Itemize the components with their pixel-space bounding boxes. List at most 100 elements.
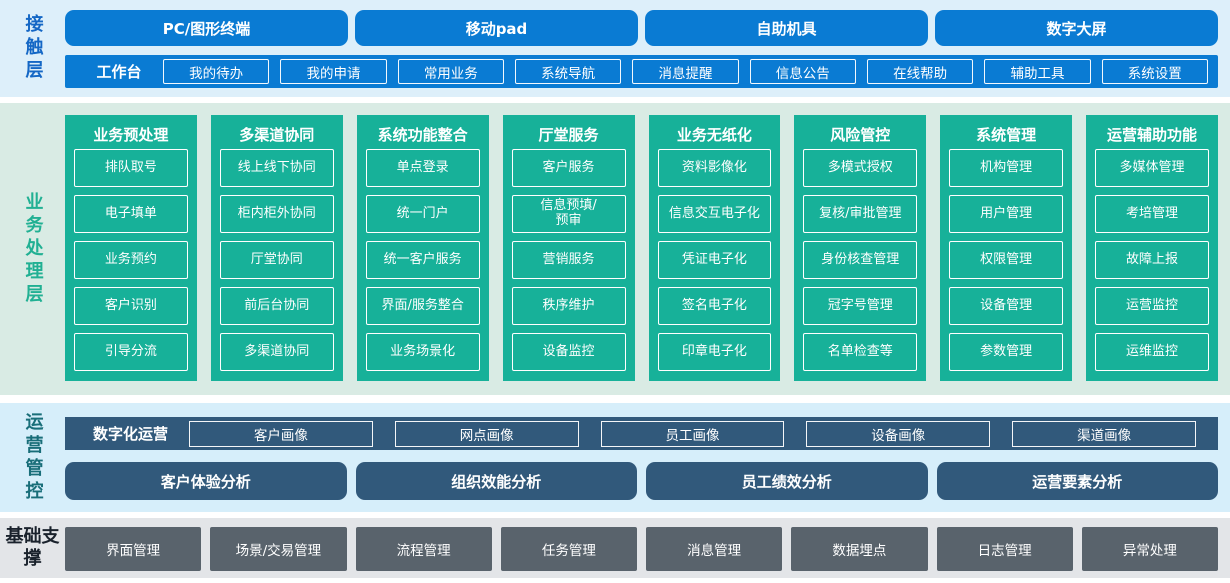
feature-chip[interactable]: 冠字号管理 [803,287,918,325]
feature-chip[interactable]: 前后台协同 [219,287,334,325]
portrait-button[interactable]: 网点画像 [394,420,579,447]
foundation-box[interactable]: 界面管理 [65,527,202,571]
foundation-box[interactable]: 异常处理 [1081,527,1218,571]
feature-chip[interactable]: 界面/服务整合 [365,287,480,325]
workbench-button[interactable]: 我的待办 [163,59,270,84]
business-column-title: 业务无纸化 [676,126,752,144]
device-button[interactable]: 自助机具 [645,10,928,46]
business-column: 业务预处理 排队取号 电子填单 业务预约 客户识别 [65,115,197,381]
workbench-button[interactable]: 辅助工具 [984,59,1091,84]
feature-chip[interactable]: 多渠道协同 [219,333,334,371]
digital-operations-bar: 数字化运营 客户画像 网点画像 员工画像 设备画像 渠道画像 [65,417,1218,450]
device-button[interactable]: PC/图形终端 [65,10,348,46]
business-column-title: 系统管理 [976,126,1037,144]
foundation-box[interactable]: 流程管理 [355,527,492,571]
feature-chip[interactable]: 单点登录 [365,149,480,187]
feature-chip[interactable]: 统一客户服务 [365,241,480,279]
workbench-button[interactable]: 在线帮助 [866,59,974,84]
feature-chip[interactable]: 客户识别 [74,287,188,325]
feature-chip[interactable]: 签名电子化 [657,287,772,325]
portrait-button[interactable]: 设备画像 [806,420,991,447]
feature-chip[interactable]: 营销服务 [511,241,626,279]
workbench-button[interactable]: 消息提醒 [632,59,739,84]
business-column-title: 多渠道协同 [239,126,315,144]
feature-chip[interactable]: 信息预填/ 预审 [511,195,626,233]
feature-chip[interactable]: 多模式授权 [803,149,918,187]
feature-chip[interactable]: 复核/审批管理 [803,195,918,233]
business-columns: 业务预处理 排队取号 电子填单 业务预约 客户识别 [65,115,1218,381]
business-column-title: 厅堂服务 [538,126,599,144]
feature-chip[interactable]: 印章电子化 [657,333,772,371]
feature-chip[interactable]: 统一门户 [365,195,480,233]
feature-chip[interactable]: 权限管理 [949,241,1064,279]
business-layer-content: 业务预处理 排队取号 电子填单 业务预约 客户识别 [65,103,1218,395]
feature-chip[interactable]: 业务场景化 [365,333,480,371]
workbench-button[interactable]: 我的申请 [280,59,387,84]
feature-chip[interactable]: 排队取号 [74,149,188,187]
digital-operations-label: 数字化运营 [93,425,169,443]
feature-chip[interactable]: 参数管理 [949,333,1064,371]
contact-layer-band: 接触层 PC/图形终端 移动pad 自助机具 数字大屏 工作台 我的待办 [0,0,1230,97]
feature-chip[interactable]: 设备监控 [511,333,626,371]
digital-operations-items: 客户画像 网点画像 员工画像 设备画像 渠道画像 [189,420,1204,447]
analysis-button[interactable]: 组织效能分析 [355,462,637,500]
feature-chip[interactable]: 设备管理 [949,287,1064,325]
business-column-items: 资料影像化 信息交互电子化 凭证电子化 签名电子化 印章电子化 [657,149,772,371]
feature-chip[interactable]: 厅堂协同 [219,241,334,279]
workbench-bar: 工作台 我的待办 我的申请 常用业务 系统导航 消息提醒 信息公告 [65,55,1218,88]
feature-chip[interactable]: 信息交互电子化 [657,195,772,233]
business-layer-band: 业务处理层 业务预处理 排队取号 电子填单 业务预约 [0,103,1230,395]
foundation-box[interactable]: 数据埋点 [791,527,928,571]
feature-chip[interactable]: 客户服务 [511,149,626,187]
workbench-button[interactable]: 常用业务 [397,59,504,84]
feature-chip[interactable]: 考培管理 [1095,195,1209,233]
foundation-box[interactable]: 任务管理 [500,527,637,571]
business-column-items: 多模式授权 复核/审批管理 身份核查管理 冠字号管理 名单检查等 [803,149,918,371]
business-column: 厅堂服务 客户服务 信息预填/ 预审 营销服务 秩序维护 [502,115,635,381]
feature-chip[interactable]: 电子填单 [74,195,188,233]
business-layer-label: 业务处理层 [22,191,44,307]
business-column-title: 运营辅助功能 [1107,126,1198,144]
feature-chip[interactable]: 引导分流 [74,333,188,371]
analysis-button[interactable]: 客户体验分析 [65,462,347,500]
portrait-button[interactable]: 员工画像 [600,420,785,447]
business-column-items: 机构管理 用户管理 权限管理 设备管理 参数管理 [949,149,1064,371]
feature-chip[interactable]: 身份核查管理 [803,241,918,279]
feature-chip[interactable]: 运维监控 [1095,333,1209,371]
business-column: 多渠道协同 线上线下协同 柜内柜外协同 厅堂协同 前后台协同 [210,115,343,381]
feature-chip[interactable]: 凭证电子化 [657,241,772,279]
analysis-button[interactable]: 员工绩效分析 [646,462,928,500]
workbench-button[interactable]: 信息公告 [749,59,856,84]
foundation-row: 界面管理 场景/交易管理 流程管理 任务管理 消息管理 数据埋点 日志管理 异常… [65,527,1218,571]
operations-band: 运营管控 数字化运营 客户画像 网点画像 员工画像 设备画像 渠道画像 [0,403,1230,512]
contact-layer-content: PC/图形终端 移动pad 自助机具 数字大屏 工作台 我的待办 我的申请 [65,0,1218,97]
feature-chip[interactable]: 名单检查等 [803,333,918,371]
foundation-box[interactable]: 日志管理 [936,527,1073,571]
foundation-box[interactable]: 消息管理 [646,527,783,571]
foundation-box[interactable]: 场景/交易管理 [210,527,347,571]
workbench-button[interactable]: 系统导航 [514,59,622,84]
feature-chip[interactable]: 资料影像化 [657,149,772,187]
business-column: 业务无纸化 资料影像化 信息交互电子化 凭证电子化 签名电子化 [648,115,781,381]
device-button[interactable]: 数字大屏 [935,10,1218,46]
feature-chip[interactable]: 线上线下协同 [219,149,334,187]
feature-chip[interactable]: 业务预约 [74,241,188,279]
feature-chip[interactable]: 用户管理 [949,195,1064,233]
feature-chip[interactable]: 运营监控 [1095,287,1209,325]
portrait-button[interactable]: 客户画像 [189,420,373,447]
analysis-button[interactable]: 运营要素分析 [936,462,1218,500]
business-column-title: 业务预处理 [93,126,169,144]
portrait-button[interactable]: 渠道画像 [1012,420,1196,447]
device-button[interactable]: 移动pad [355,10,638,46]
feature-chip[interactable]: 多媒体管理 [1095,149,1209,187]
feature-chip[interactable]: 秩序维护 [511,287,626,325]
business-column-items: 线上线下协同 柜内柜外协同 厅堂协同 前后台协同 多渠道协同 [219,149,334,371]
workbench-button[interactable]: 系统设置 [1101,59,1208,84]
feature-chip[interactable]: 故障上报 [1095,241,1209,279]
feature-chip[interactable]: 机构管理 [949,149,1064,187]
feature-chip[interactable]: 柜内柜外协同 [219,195,334,233]
business-column: 运营辅助功能 多媒体管理 考培管理 故障上报 运营监控 [1086,115,1218,381]
foundation-band: 基础支撑 界面管理 场景/交易管理 流程管理 任务管理 消息管理 数据埋点 日志… [0,518,1230,578]
business-column-items: 多媒体管理 考培管理 故障上报 运营监控 运维监控 [1095,149,1209,371]
workbench-label: 工作台 [96,63,142,81]
